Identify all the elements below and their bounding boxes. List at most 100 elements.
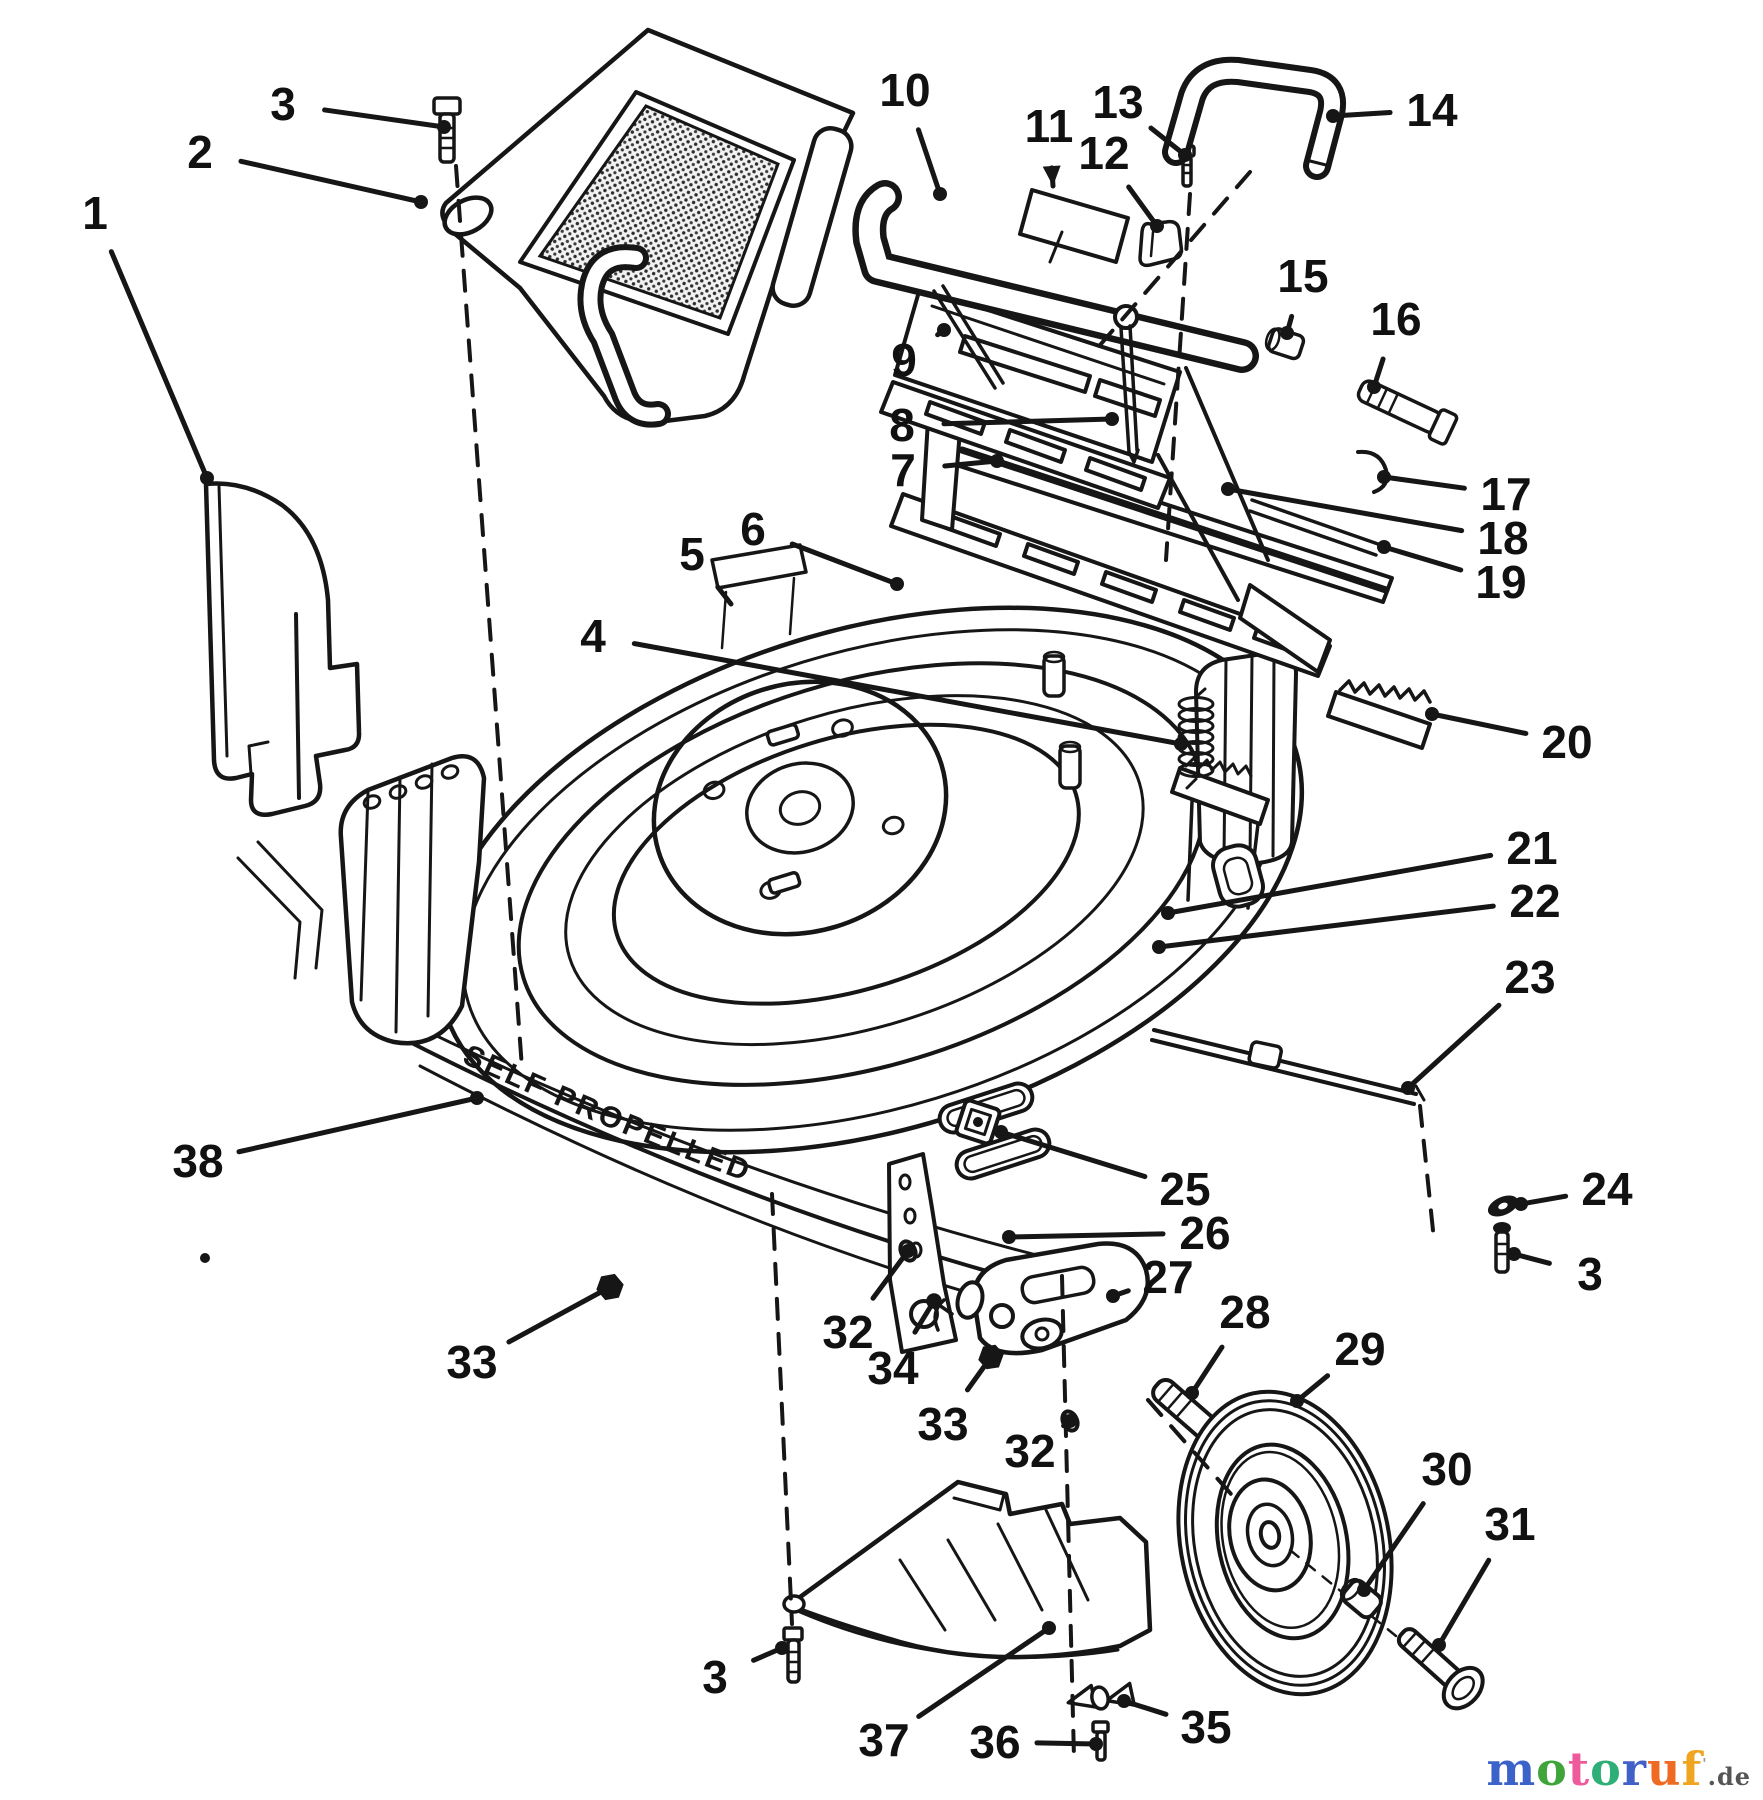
callout-12: 12 xyxy=(1078,127,1164,233)
callout-label: 4 xyxy=(580,610,606,662)
callout-32: 32 xyxy=(822,1244,915,1358)
callout-38: 38 xyxy=(172,1091,484,1187)
leader-dot xyxy=(1185,1386,1199,1400)
pivot-bracket-27 xyxy=(955,1241,1150,1356)
wheel-well-rib xyxy=(236,856,302,980)
leader-dot xyxy=(1105,412,1119,426)
side-discharge-panel-1 xyxy=(203,481,362,817)
leader-line xyxy=(631,641,1184,747)
axle-bolt-31 xyxy=(1396,1627,1485,1711)
callout-30: 30 xyxy=(1357,1443,1473,1597)
callout-label: 37 xyxy=(858,1714,909,1766)
watermark-letter: t xyxy=(1567,1742,1591,1796)
callout-3: 3 xyxy=(702,1641,789,1703)
callout-35: 35 xyxy=(1117,1694,1232,1753)
leader-line xyxy=(715,584,734,607)
callout-25: 25 xyxy=(994,1125,1211,1215)
control-panel-plate-11 xyxy=(1018,188,1130,264)
callout-8: 8 xyxy=(889,399,1119,451)
callout-label: 9 xyxy=(891,334,917,386)
callout-label: 31 xyxy=(1484,1498,1535,1550)
hub-tab xyxy=(767,871,802,895)
screw-3-bottom xyxy=(782,1626,804,1684)
callout-label: 26 xyxy=(1179,1207,1230,1259)
watermark: motoruf'.de xyxy=(1486,1742,1751,1796)
leader-dot xyxy=(603,1280,617,1294)
wheel-29 xyxy=(1176,1389,1394,1697)
callout-label: 25 xyxy=(1159,1163,1210,1215)
callout-label: 6 xyxy=(740,503,766,555)
leader-line xyxy=(1405,1002,1502,1091)
leader-line xyxy=(1429,711,1529,736)
deck-skirt-band xyxy=(396,1034,1036,1286)
plate-detail xyxy=(1048,230,1064,264)
leader-dot xyxy=(1174,737,1188,751)
leader-dot xyxy=(927,1294,941,1308)
callout-label: 28 xyxy=(1219,1286,1270,1338)
leader-dot xyxy=(890,577,904,591)
callout-3: 3 xyxy=(1507,1247,1603,1300)
callout-label: 33 xyxy=(446,1336,497,1388)
watermark-letter: f xyxy=(1681,1742,1703,1796)
leader-dot xyxy=(1377,540,1391,554)
leader-dot xyxy=(1106,1289,1120,1303)
callout-label: 3 xyxy=(702,1651,728,1703)
watermark-letter: o xyxy=(1536,1742,1568,1796)
leader-dot xyxy=(1089,1737,1103,1751)
callout-6: 6 xyxy=(740,503,904,591)
leader-dot xyxy=(1161,906,1175,920)
callout-label: 30 xyxy=(1421,1443,1472,1495)
leader-line xyxy=(238,158,424,205)
leader-dot xyxy=(990,454,1004,468)
callout-5: 5 xyxy=(679,528,734,607)
callout-20: 20 xyxy=(1425,707,1593,768)
stray-dot xyxy=(200,1253,210,1263)
leader-dot xyxy=(1401,1081,1415,1095)
callout-23: 23 xyxy=(1401,951,1556,1095)
callout-label: 22 xyxy=(1509,875,1560,927)
washer-24 xyxy=(1487,1195,1519,1217)
leader-line xyxy=(1330,110,1393,119)
callout-label: 15 xyxy=(1277,250,1328,302)
leader-dot xyxy=(1150,219,1164,233)
leader-dot xyxy=(1117,1694,1131,1708)
callout-19: 19 xyxy=(1377,540,1527,608)
brace-foot xyxy=(1238,583,1332,674)
callout-label: 29 xyxy=(1334,1323,1385,1375)
callout-label: 24 xyxy=(1581,1163,1633,1215)
leader-line xyxy=(789,541,900,587)
tie-rod-9 xyxy=(932,284,1005,390)
leader-dot xyxy=(414,195,428,209)
leader-dot xyxy=(933,187,947,201)
leader-line xyxy=(941,416,1115,427)
leader-dot xyxy=(1002,1230,1016,1244)
leader-line xyxy=(236,1095,480,1155)
assembly-centerlines xyxy=(454,164,1436,1760)
callout-label: 11 xyxy=(1025,100,1074,152)
callout-28: 28 xyxy=(1185,1286,1271,1400)
blade-hub xyxy=(651,679,949,937)
callout-label: 1 xyxy=(82,187,108,239)
leader-dot xyxy=(775,1641,789,1655)
callout-26: 26 xyxy=(1002,1207,1231,1259)
watermark-letter: r xyxy=(1621,1742,1648,1796)
leader-line xyxy=(322,107,447,130)
callout-label: 10 xyxy=(879,64,930,116)
callout-label: 21 xyxy=(1506,822,1557,874)
callout-29: 29 xyxy=(1290,1323,1386,1408)
callout-18: 18 xyxy=(1221,482,1529,564)
callout-label: 35 xyxy=(1180,1701,1231,1753)
callout-label: 7 xyxy=(890,444,916,496)
leader-line xyxy=(1165,852,1494,916)
callout-label: 3 xyxy=(270,78,296,130)
callout-32: 32 xyxy=(1004,1414,1077,1477)
leader-dot xyxy=(901,1244,915,1258)
height-adjuster-rack-lower xyxy=(1170,756,1270,910)
leader-dot xyxy=(1063,1414,1077,1428)
leader-line xyxy=(1156,903,1496,950)
callout-16: 16 xyxy=(1367,293,1422,394)
leader-dot xyxy=(1152,940,1166,954)
callout-33: 33 xyxy=(917,1350,998,1450)
